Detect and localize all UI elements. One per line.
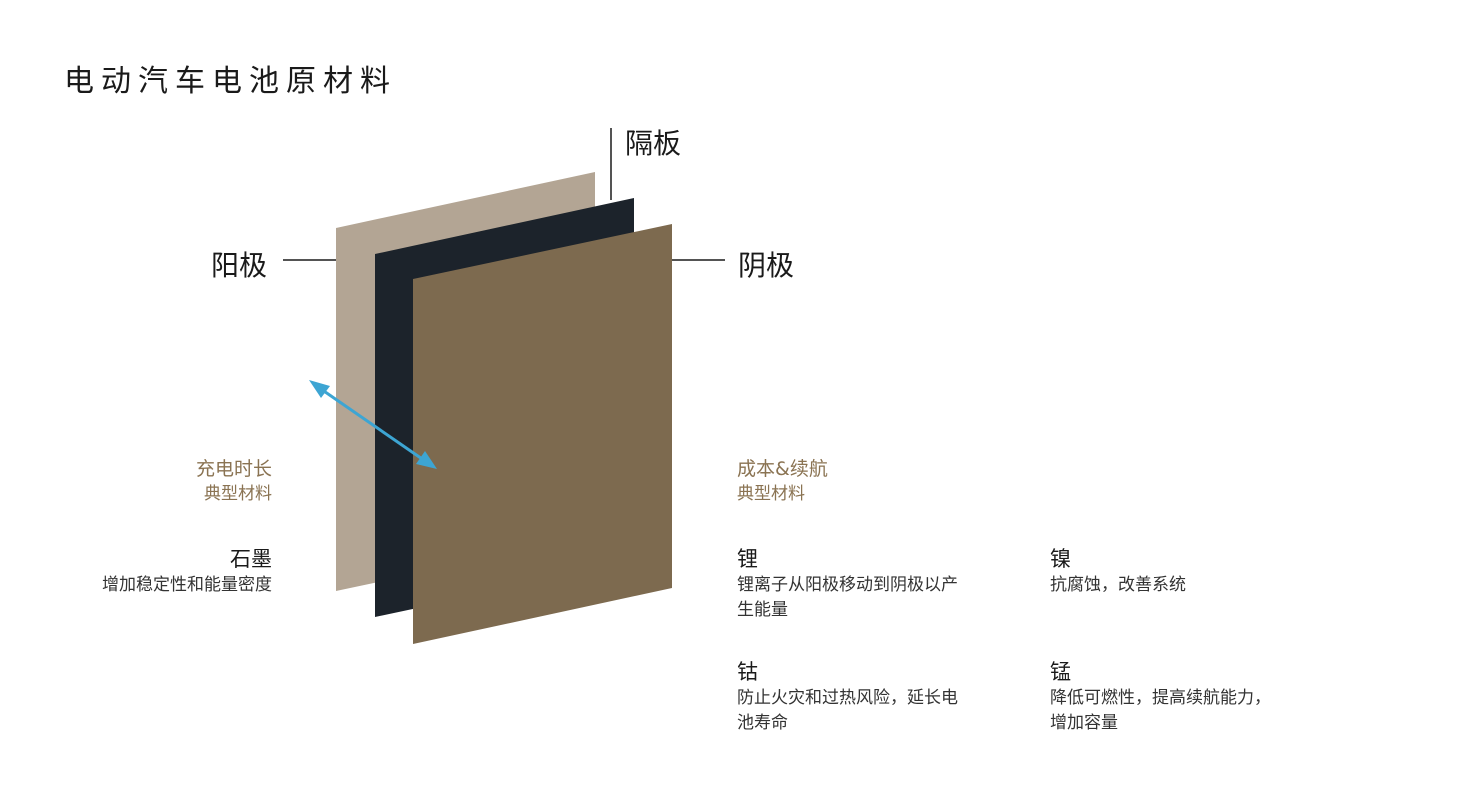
- left-group-heading: 充电时长 典型材料: [72, 457, 272, 507]
- material-name: 锰: [1050, 660, 1071, 684]
- cathode-label: 阴极: [738, 249, 795, 282]
- material-name: 镍: [1050, 547, 1071, 571]
- right-heading-line2: 典型材料: [737, 484, 805, 504]
- material-desc-line1: 抗腐蚀，改善系统: [1050, 575, 1186, 595]
- material-cobalt: 钴 防止火灾和过热风险，延长电 池寿命: [737, 656, 1017, 736]
- material-desc-line1: 锂离子从阳极移动到阴极以产: [737, 575, 958, 595]
- material-desc-line2: 增加容量: [1050, 713, 1118, 733]
- material-name: 石墨: [230, 547, 272, 571]
- right-heading-line1: 成本&续航: [737, 458, 828, 480]
- material-lithium: 锂 锂离子从阳极移动到阴极以产 生能量: [737, 543, 1017, 623]
- page-title: 电动汽车电池原材料: [64, 64, 397, 99]
- material-desc-line2: 池寿命: [737, 713, 788, 733]
- separator-label: 隔板: [625, 127, 682, 160]
- right-group-heading: 成本&续航 典型材料: [737, 457, 828, 507]
- material-desc-line1: 防止火灾和过热风险，延长电: [737, 688, 958, 708]
- cathode-layer: [413, 224, 672, 644]
- anode-label: 阳极: [211, 249, 268, 282]
- left-heading-line1: 充电时长: [195, 458, 272, 480]
- material-desc-line2: 生能量: [737, 600, 788, 620]
- material-nickel: 镍 抗腐蚀，改善系统: [1050, 543, 1330, 598]
- ion-flow-arrow: [309, 380, 437, 469]
- material-desc: 增加稳定性和能量密度: [102, 575, 272, 595]
- material-graphite: 石墨 增加稳定性和能量密度: [12, 543, 272, 598]
- material-name: 锂: [737, 547, 758, 571]
- material-name: 钴: [737, 660, 758, 684]
- left-heading-line2: 典型材料: [204, 484, 272, 504]
- material-desc-line1: 降低可燃性，提高续航能力，: [1050, 688, 1271, 708]
- material-manganese: 锰 降低可燃性，提高续航能力， 增加容量: [1050, 656, 1350, 736]
